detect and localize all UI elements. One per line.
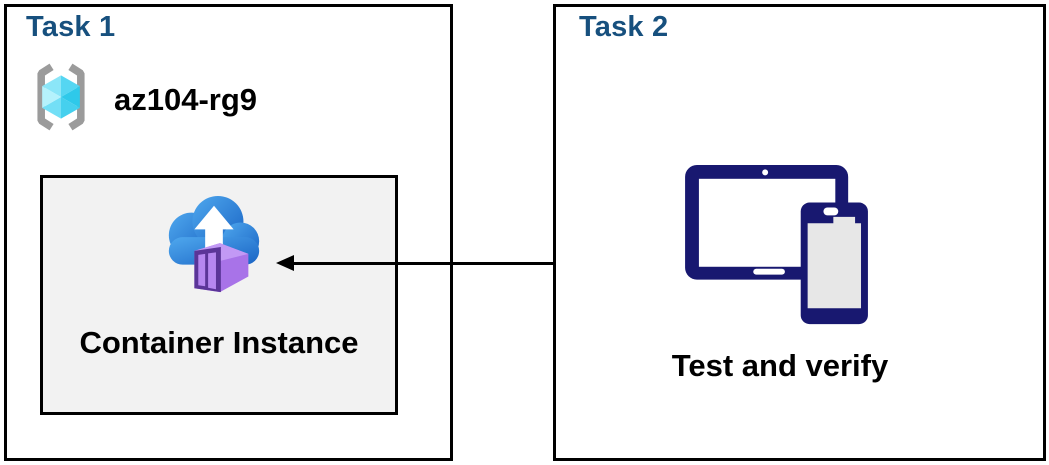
phone-icon [800, 202, 868, 325]
container-instance-icon [160, 192, 268, 307]
tablet-and-phone-icon [683, 162, 871, 337]
container-instance-label: Container Instance [79, 325, 359, 360]
container-cube-icon [194, 243, 249, 293]
resource-group-name: az104-rg9 [114, 81, 258, 117]
test-and-verify-label: Test and verify [671, 348, 889, 383]
upload-arrow-icon [194, 205, 234, 261]
resource-group-icon [28, 60, 94, 139]
task2-title: Task 2 [579, 11, 669, 43]
task1-title: Task 1 [26, 11, 116, 43]
task2-box [553, 4, 1046, 461]
arrow-line [293, 262, 688, 265]
arrow-head-left-icon [276, 255, 294, 271]
resource-group: az104-rg9 [28, 60, 257, 139]
